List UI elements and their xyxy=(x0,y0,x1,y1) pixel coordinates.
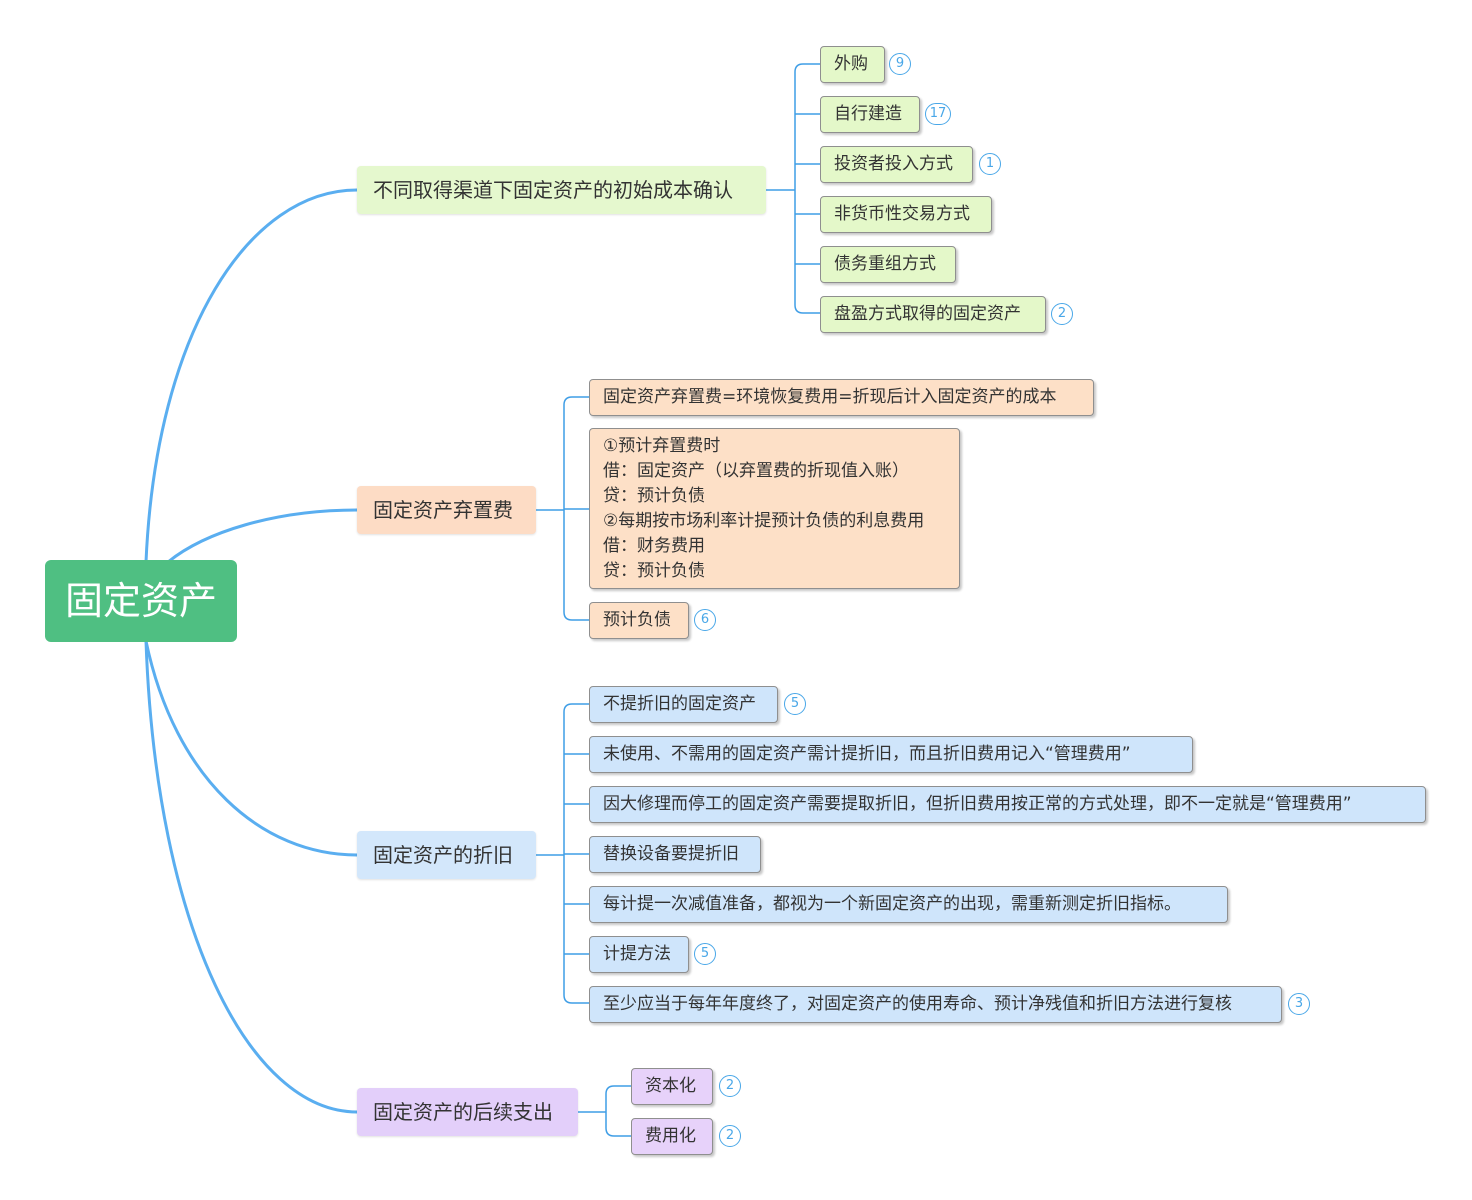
badge-annual-review[interactable]: 3 xyxy=(1288,993,1310,1015)
entry-line-6: 贷：预计负债 xyxy=(603,561,705,581)
link-root-to-branch-4 xyxy=(144,640,358,1114)
topic-methods[interactable]: 计提方法 xyxy=(589,936,689,973)
topic-capitalize[interactable]: 资本化 xyxy=(631,1068,713,1105)
entry-line-4: ②每期按市场利率计提预计负债的利息费用 xyxy=(603,511,925,531)
root-topic[interactable]: 固定资产 xyxy=(45,560,237,642)
sub-branch-links xyxy=(536,63,820,1137)
badge-capitalize[interactable]: 2 xyxy=(719,1075,741,1097)
topic-disposal-formula[interactable]: 固定资产弃置费=环境恢复费用=折现后计入固定资产的成本 xyxy=(589,379,1094,416)
topic-disposal-entries[interactable]: ①预计弃置费时 借：固定资产（以弃置费的折现值入账） 贷：预计负债 ②每期按市场… xyxy=(589,428,960,589)
link-root-to-branch-3 xyxy=(144,640,358,857)
link-b3-children xyxy=(536,703,589,1004)
main-branch-links xyxy=(144,188,358,1114)
topic-purchase[interactable]: 外购 xyxy=(820,46,885,83)
topic-nonmonetary-exchange[interactable]: 非货币性交易方式 xyxy=(820,196,992,233)
branch-depreciation[interactable]: 固定资产的折旧 xyxy=(357,831,536,879)
topic-investor-contribution[interactable]: 投资者投入方式 xyxy=(820,146,973,183)
entry-line-2: 借：固定资产（以弃置费的折现值入账） xyxy=(603,461,909,481)
link-b1-children xyxy=(766,63,820,314)
topic-overhaul-shutdown[interactable]: 因大修理而停工的固定资产需要提取折旧，但折旧费用按正常的方式处理，即不一定就是“… xyxy=(589,786,1426,823)
badge-investor-contribution[interactable]: 1 xyxy=(979,153,1001,175)
badge-inventory-surplus[interactable]: 2 xyxy=(1051,303,1073,325)
badge-no-depreciation[interactable]: 5 xyxy=(784,693,806,715)
branch-initial-cost[interactable]: 不同取得渠道下固定资产的初始成本确认 xyxy=(357,166,766,214)
badge-self-construction[interactable]: 17 xyxy=(925,103,951,125)
topic-self-construction[interactable]: 自行建造 xyxy=(820,96,920,133)
badge-expense[interactable]: 2 xyxy=(719,1125,741,1147)
topic-debt-restructuring[interactable]: 债务重组方式 xyxy=(820,246,956,283)
topic-impairment-reserve[interactable]: 每计提一次减值准备，都视为一个新固定资产的出现，需重新测定折旧指标。 xyxy=(589,886,1228,923)
topic-no-depreciation[interactable]: 不提折旧的固定资产 xyxy=(589,686,778,723)
topic-unused-assets[interactable]: 未使用、不需用的固定资产需计提折旧，而且折旧费用记入“管理费用” xyxy=(589,736,1193,773)
badge-estimated-liability[interactable]: 6 xyxy=(694,609,716,631)
topic-annual-review[interactable]: 至少应当于每年年度终了，对固定资产的使用寿命、预计净残值和折旧方法进行复核 xyxy=(589,986,1282,1023)
topic-expense[interactable]: 费用化 xyxy=(631,1118,713,1155)
link-b2-children xyxy=(536,396,589,621)
branch-subsequent-expenditure[interactable]: 固定资产的后续支出 xyxy=(357,1088,578,1136)
entry-line-5: 借：财务费用 xyxy=(603,536,705,556)
badge-purchase[interactable]: 9 xyxy=(889,53,911,75)
branch-disposal-cost[interactable]: 固定资产弃置费 xyxy=(357,486,536,534)
topic-replacement-equipment[interactable]: 替换设备要提折旧 xyxy=(589,836,761,873)
link-root-to-branch-1 xyxy=(144,188,358,563)
link-b4-children xyxy=(578,1085,631,1137)
badge-methods[interactable]: 5 xyxy=(694,943,716,965)
topic-estimated-liability[interactable]: 预计负债 xyxy=(589,602,689,639)
topic-inventory-surplus[interactable]: 盘盈方式取得的固定资产 xyxy=(820,296,1046,333)
entry-line-1: ①预计弃置费时 xyxy=(603,436,721,456)
link-root-to-branch-2 xyxy=(167,508,358,564)
entry-line-3: 贷：预计负债 xyxy=(603,486,705,506)
